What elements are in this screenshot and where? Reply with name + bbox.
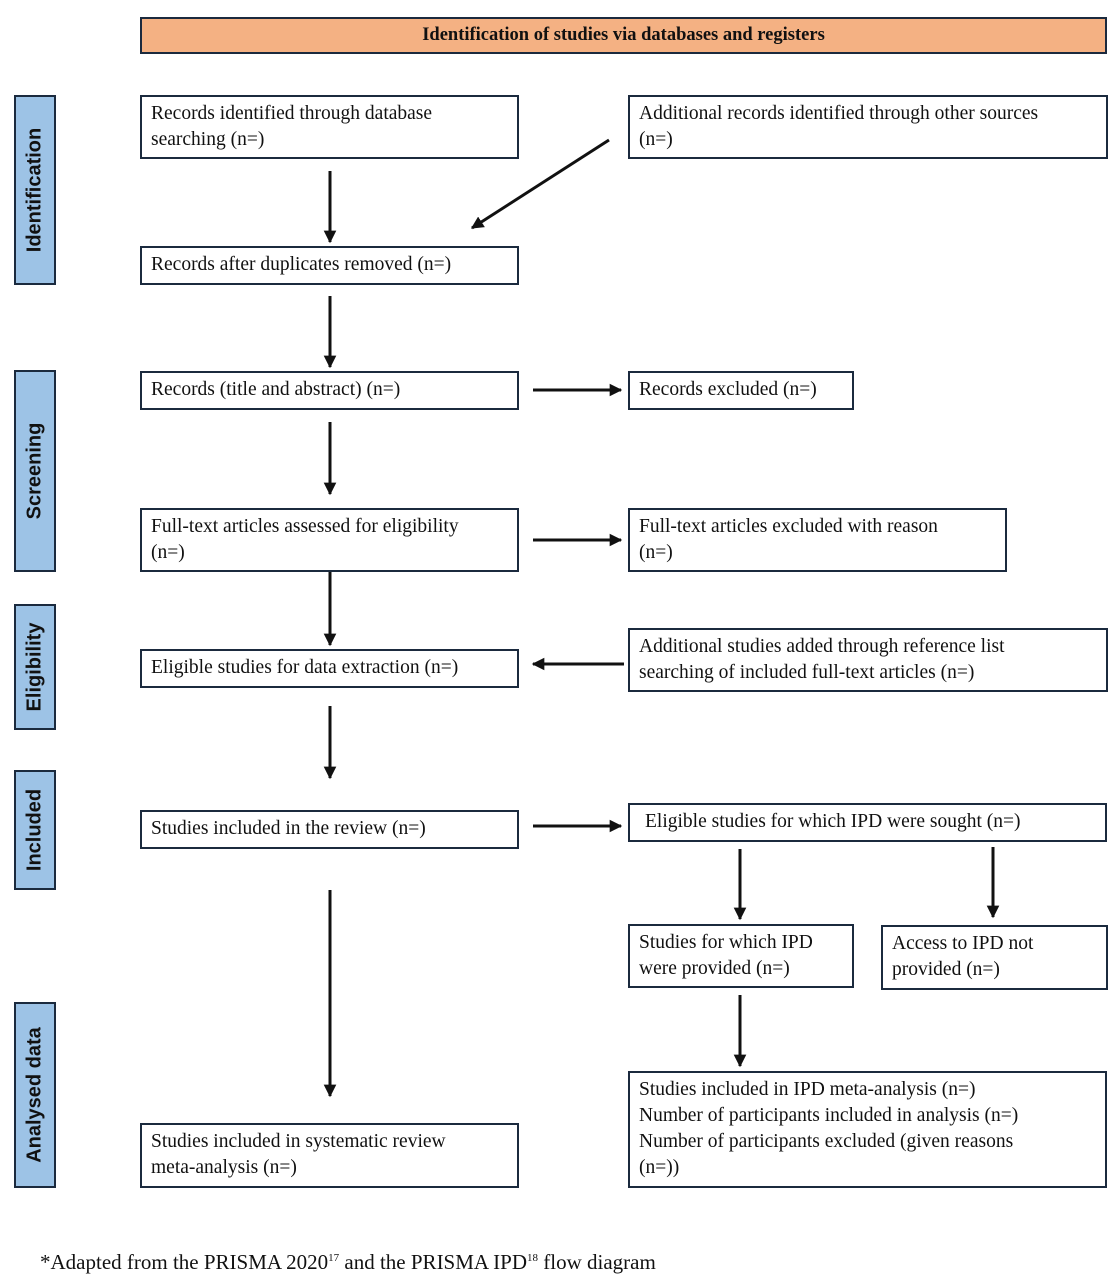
records-excluded-line1: Records excluded (n=): [639, 379, 817, 400]
additional-studies-line2: searching of included full-text articles…: [639, 662, 975, 683]
records-title-abstract-box: Records (title and abstract) (n=): [140, 371, 519, 410]
stage-label-identification: Identification: [14, 95, 56, 285]
additional-records-line2: (n=): [639, 129, 673, 150]
ipd-not-provided-box: Access to IPD not provided (n=): [881, 925, 1108, 990]
full-text-excluded-box: Full-text articles excluded with reason …: [628, 508, 1007, 572]
records-title-abstract-line1: Records (title and abstract) (n=): [151, 379, 401, 400]
additional-studies-line1: Additional studies added through referen…: [639, 636, 1005, 657]
ipd-meta-line4: (n=)): [639, 1157, 680, 1178]
eligible-extraction-box: Eligible studies for data extraction (n=…: [140, 649, 519, 688]
full-text-assessed-line1: Full-text articles assessed for eligibil…: [151, 516, 459, 537]
systematic-review-box: Studies included in systematic review me…: [140, 1123, 519, 1188]
eligible-extraction-line1: Eligible studies for data extraction (n=…: [151, 657, 459, 678]
ipd-meta-line1: Studies included in IPD meta-analysis (n…: [639, 1079, 976, 1100]
additional-records-line1: Additional records identified through ot…: [639, 103, 1039, 124]
systematic-review-line2: meta-analysis (n=): [151, 1157, 297, 1178]
included-review-box: Studies included in the review (n=): [140, 810, 519, 849]
footnote-text-2: and the PRISMA IPD: [339, 1250, 528, 1274]
ipd-meta-line3: Number of participants excluded (given r…: [639, 1131, 1014, 1152]
ipd-provided-box: Studies for which IPD were provided (n=): [628, 924, 854, 988]
additional-studies-box: Additional studies added through referen…: [628, 628, 1108, 692]
records-identified-box: Records identified through database sear…: [140, 95, 519, 159]
full-text-excluded-line2: (n=): [639, 542, 673, 563]
arrow-additional-to-duplicates: [470, 138, 610, 230]
records-identified-line2: searching (n=): [151, 129, 265, 150]
full-text-excluded-line1: Full-text articles excluded with reason: [639, 516, 938, 537]
section-header: Identification of studies via databases …: [140, 17, 1107, 54]
footnote-ref-18: 18: [527, 1252, 539, 1264]
full-text-assessed-line2: (n=): [151, 542, 185, 563]
ipd-sought-line1: Eligible studies for which IPD were soug…: [645, 811, 1021, 832]
stage-label-eligibility: Eligibility: [14, 604, 56, 730]
stage-label-included: Included: [14, 770, 56, 890]
additional-records-box: Additional records identified through ot…: [628, 95, 1108, 159]
section-header-title: Identification of studies via databases …: [422, 25, 825, 45]
ipd-not-provided-line2: provided (n=): [892, 959, 1000, 980]
ipd-sought-box: Eligible studies for which IPD were soug…: [628, 803, 1107, 842]
records-after-duplicates-box: Records after duplicates removed (n=): [140, 246, 519, 285]
stage-label-screening: Screening: [14, 370, 56, 572]
records-excluded-box: Records excluded (n=): [628, 371, 854, 410]
systematic-review-line1: Studies included in systematic review: [151, 1131, 446, 1152]
ipd-not-provided-line1: Access to IPD not: [892, 933, 1034, 954]
full-text-assessed-box: Full-text articles assessed for eligibil…: [140, 508, 519, 572]
stage-label-analysed-data: Analysed data: [14, 1002, 56, 1188]
footnote-text-3: flow diagram: [538, 1250, 656, 1274]
footnote: *Adapted from the PRISMA 202017 and the …: [40, 1250, 656, 1275]
ipd-meta-analysis-box: Studies included in IPD meta-analysis (n…: [628, 1071, 1107, 1188]
footnote-ref-17: 17: [328, 1252, 340, 1264]
records-after-duplicates-line1: Records after duplicates removed (n=): [151, 254, 452, 275]
records-identified-line1: Records identified through database: [151, 103, 433, 124]
ipd-meta-line2: Number of participants included in analy…: [639, 1105, 1019, 1126]
included-review-line1: Studies included in the review (n=): [151, 818, 426, 839]
ipd-provided-line2: were provided (n=): [639, 958, 790, 979]
ipd-provided-line1: Studies for which IPD: [639, 932, 813, 953]
footnote-text-1: *Adapted from the PRISMA 2020: [40, 1250, 329, 1274]
